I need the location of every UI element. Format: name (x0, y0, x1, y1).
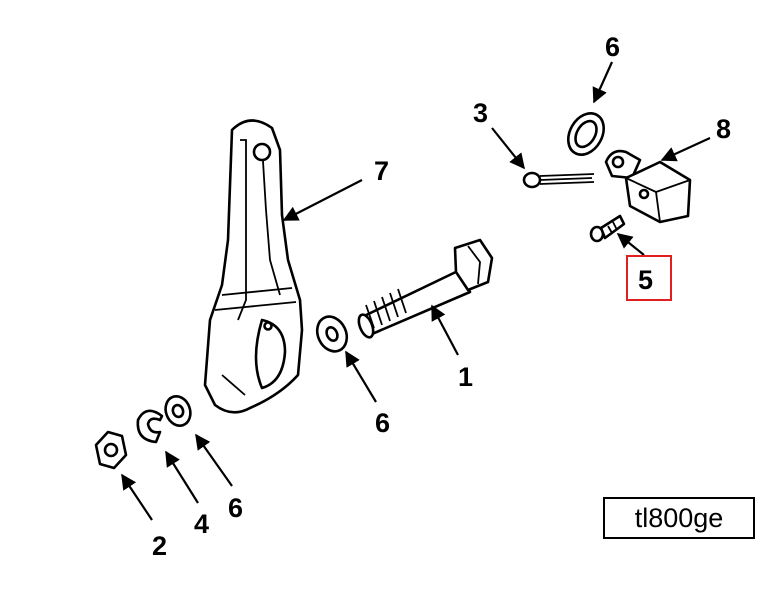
retaining-ring-part (136, 409, 164, 444)
leader-lines (121, 61, 711, 521)
callout-6-small-washer: 6 (228, 493, 243, 523)
screw-part (589, 214, 626, 243)
callout-7: 7 (374, 156, 389, 186)
callout-6-gasket: 6 (605, 32, 620, 62)
callout-5-highlight-box (626, 255, 672, 301)
figure-id-box (603, 497, 755, 539)
clevis-block-part (604, 149, 692, 224)
callout-3: 3 (473, 98, 488, 128)
washer-part (315, 315, 349, 353)
callout-1: 1 (458, 362, 473, 392)
bolt-part (357, 238, 494, 339)
callout-2: 2 (152, 531, 167, 561)
cotter-pin-part (522, 171, 595, 189)
figure-id-label: tl800ge (635, 503, 724, 533)
nut-part (94, 430, 128, 470)
callout-8: 8 (716, 114, 731, 144)
small-washer-part (164, 395, 192, 427)
gasket-washer-part (567, 112, 605, 156)
callout-5: 5 (638, 265, 653, 295)
callout-6-bolt-washer: 6 (375, 408, 390, 438)
lever-arm-part (203, 119, 304, 414)
callout-4: 4 (194, 509, 209, 539)
